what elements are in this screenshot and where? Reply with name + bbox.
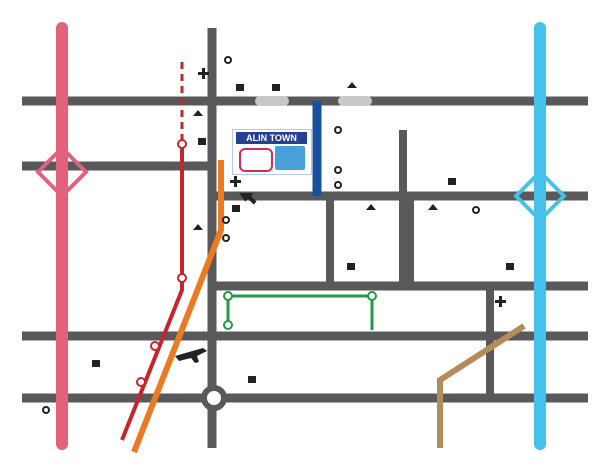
expressway-left	[56, 22, 68, 450]
project-logo	[239, 148, 273, 172]
red-line	[120, 140, 184, 441]
poi-ring-icon	[472, 206, 480, 214]
poi-ring-icon	[42, 406, 50, 414]
landmark-icon	[428, 204, 438, 210]
bridges	[255, 96, 372, 106]
junction-right	[513, 169, 567, 223]
map-pointer	[239, 193, 257, 205]
train-station-icon	[223, 320, 233, 330]
hospital-icon	[495, 296, 506, 307]
landmark-icon	[347, 82, 357, 88]
train-station-icon	[136, 377, 146, 387]
landmark-icon	[193, 224, 203, 230]
pointer-arrow-icon	[239, 193, 257, 205]
tan-line	[437, 323, 526, 448]
train-station-icon	[223, 291, 233, 301]
green-line	[226, 294, 374, 330]
shopping-bag-icon	[272, 84, 280, 91]
landmark-icon	[366, 204, 376, 210]
junction-left	[35, 145, 89, 199]
bridge-marker	[338, 96, 372, 106]
airplane-icon	[175, 348, 207, 363]
shopping-bag-icon	[506, 263, 514, 270]
shopping-bag-icon	[236, 84, 244, 91]
points-of-interest	[42, 56, 514, 414]
poi-ring-icon	[222, 216, 230, 224]
road-network	[22, 28, 588, 448]
shopping-bag-icon	[448, 178, 456, 185]
shopping-bag-icon	[248, 376, 256, 383]
project-mark	[275, 146, 305, 170]
project-name: ALIN TOWN	[236, 132, 307, 144]
train-station-icon	[150, 341, 160, 351]
hospital-icon	[198, 68, 209, 79]
expressways	[35, 22, 567, 450]
poi-ring-icon	[222, 234, 230, 242]
orange-line	[131, 160, 224, 454]
transit-lines	[120, 62, 526, 454]
project-badge: ALIN TOWN	[232, 129, 312, 175]
train-station-icon	[177, 139, 187, 149]
hospital-icon	[230, 176, 241, 187]
shopping-bag-icon	[92, 360, 100, 367]
train-station-icon	[367, 291, 377, 301]
shopping-bag-icon	[198, 138, 206, 145]
expressway-right	[534, 22, 546, 450]
shopping-bag-icon	[232, 205, 240, 212]
shopping-bag-icon	[347, 263, 355, 270]
station-markers	[136, 139, 377, 387]
roundabout	[201, 385, 227, 411]
poi-ring-icon	[334, 166, 342, 174]
train-station-icon	[177, 273, 187, 283]
poi-ring-icon	[334, 126, 342, 134]
poi-ring-icon	[334, 181, 342, 189]
landmark-icon	[193, 110, 203, 116]
bridge-marker	[255, 96, 289, 106]
poi-ring-icon	[224, 56, 232, 64]
